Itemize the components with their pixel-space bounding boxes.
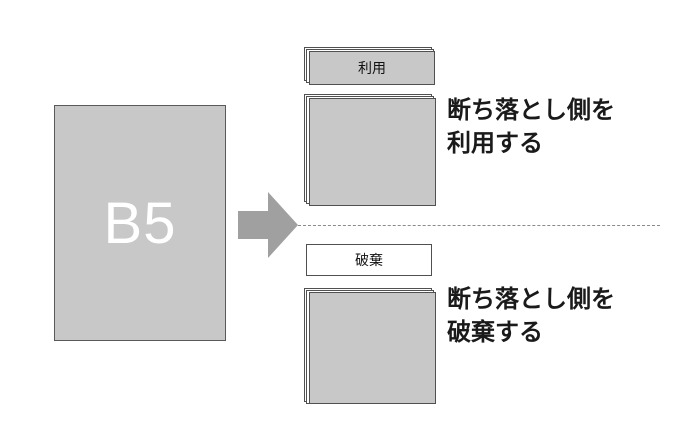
bottom-group: 破棄 断ち落とし側を 破棄する	[0, 226, 700, 438]
use-description-line2: 利用する	[447, 129, 543, 157]
discard-tab: 破棄	[306, 244, 432, 276]
b5-label: B5	[103, 190, 177, 256]
use-sheet	[309, 98, 436, 206]
section-divider	[298, 225, 660, 226]
discard-sheet	[309, 292, 436, 404]
discard-description-line2: 破棄する	[447, 318, 543, 346]
right-arrow-icon	[238, 192, 298, 258]
use-tab: 利用	[309, 51, 435, 85]
discard-description-line1: 断ち落とし側を	[447, 285, 615, 313]
use-description-line1: 断ち落とし側を	[447, 96, 615, 124]
top-group: 利用 断ち落とし側を 利用する	[304, 47, 615, 206]
b5-source-sheet	[54, 105, 226, 341]
